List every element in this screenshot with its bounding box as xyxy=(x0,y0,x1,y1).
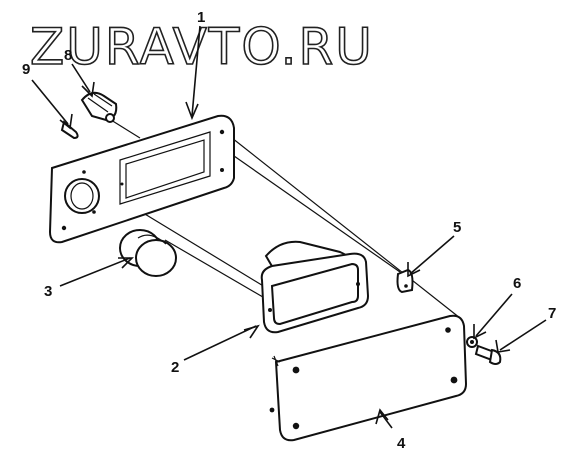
back-plate xyxy=(269,314,468,442)
callout-8: 8 xyxy=(64,47,72,64)
callout-5: 5 xyxy=(453,219,461,236)
callout-4: 4 xyxy=(397,435,406,452)
small-lamp xyxy=(60,120,79,140)
watermark-text: ZURAVTO.RU xyxy=(30,18,374,76)
callout-3: 3 xyxy=(44,283,52,300)
callout-7: 7 xyxy=(548,305,556,322)
knob xyxy=(119,229,177,277)
callout-9: 9 xyxy=(22,61,30,78)
washer xyxy=(466,336,478,348)
callout-1: 1 xyxy=(197,9,205,26)
bezel-plate xyxy=(48,114,235,244)
screw xyxy=(474,344,502,365)
callout-6: 6 xyxy=(513,275,521,292)
bulb xyxy=(80,91,118,123)
callout-labels: 1 2 3 4 5 6 7 8 9 xyxy=(22,9,556,452)
callout-leaders xyxy=(31,25,547,429)
assembly-guide-lines xyxy=(102,114,461,319)
lamp-housing xyxy=(260,240,370,334)
callout-2: 2 xyxy=(171,359,179,376)
